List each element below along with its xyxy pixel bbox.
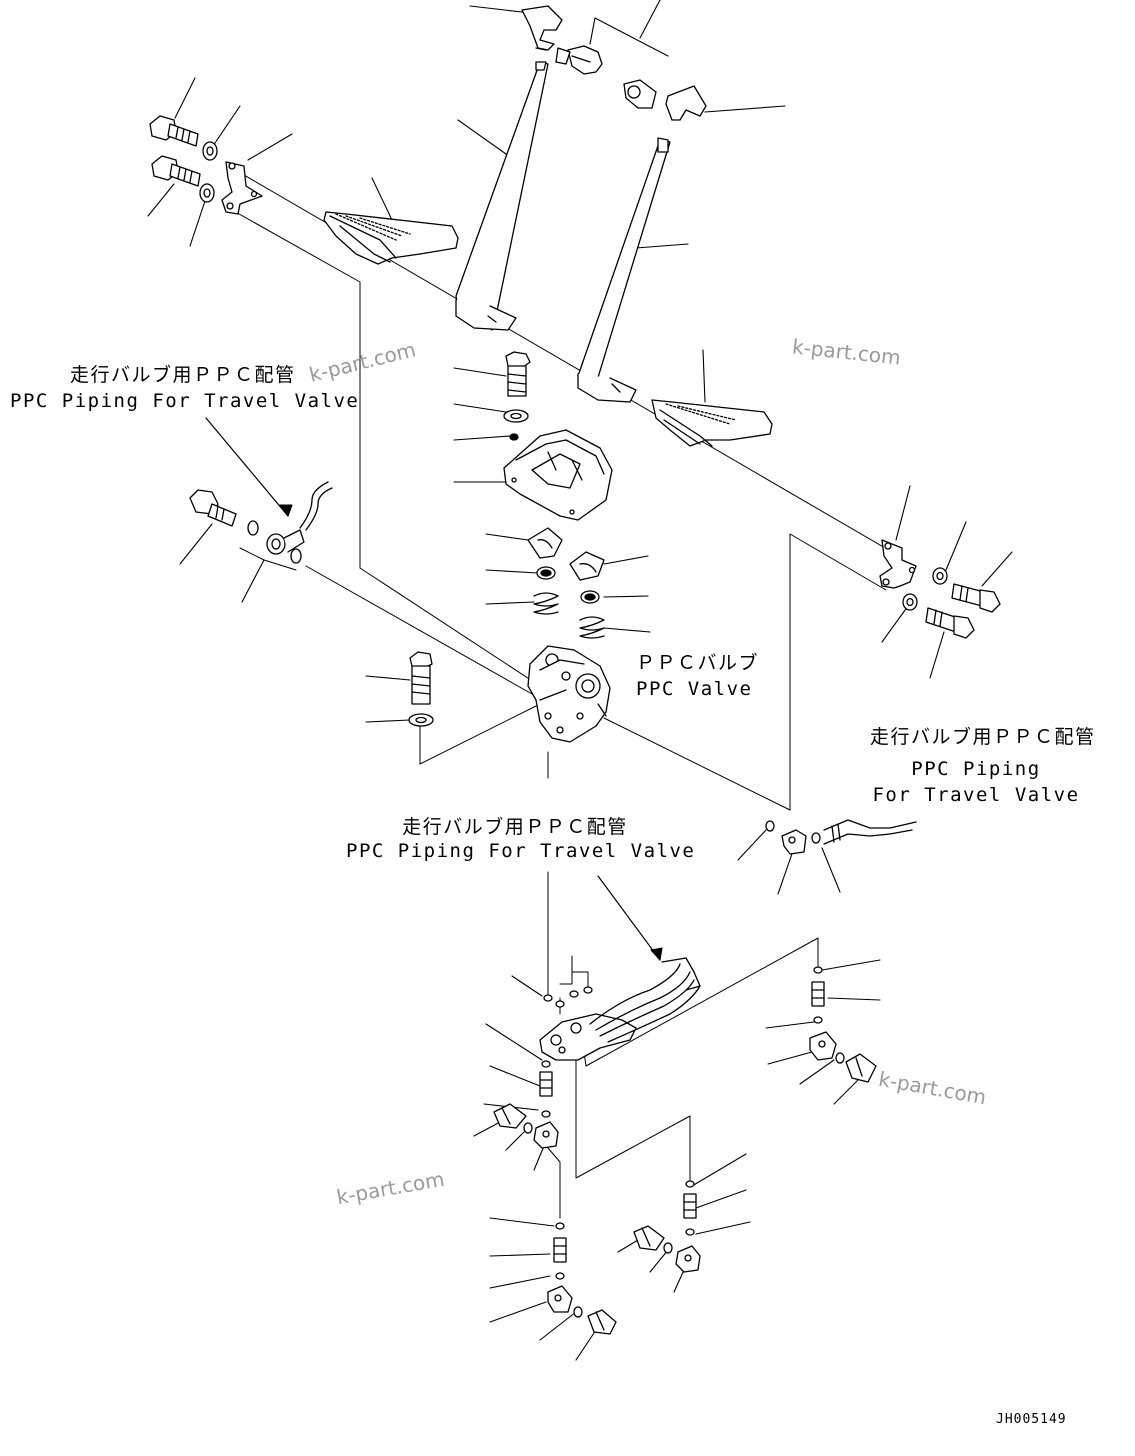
drawing-code: JH005149: [996, 1412, 1067, 1427]
washer-lower-left: [199, 183, 215, 203]
fitting-bolt-left: [189, 489, 237, 527]
lever-knob-right: [665, 85, 707, 121]
label-ppc-piping-right-jp: 走行バルブ用ＰＰＣ配管: [870, 726, 1096, 748]
lower-hoses: [589, 957, 701, 1043]
label-ppc-piping-center-en: PPC Piping For Travel Valve: [346, 840, 696, 862]
label-ppc-piping-center-jp: 走行バルブ用ＰＰＣ配管: [402, 816, 628, 838]
elbow-4: [547, 1285, 573, 1313]
adapter-2: [811, 981, 825, 1007]
fitting-oring-1: [247, 520, 259, 536]
elbow-1: [533, 1121, 559, 1149]
hose-right-mid: [823, 819, 917, 845]
bolt-upper-left: [149, 115, 199, 147]
lever-knob-left: [521, 5, 563, 51]
elbow-3: [675, 1245, 701, 1273]
fitting-oring-2: [290, 548, 302, 564]
cover-small-part: [509, 433, 519, 441]
spring-right: [579, 616, 605, 639]
leader-lines: [147, 0, 1013, 1361]
spacer-left: [527, 527, 563, 559]
adapter-3: [683, 1193, 697, 1219]
label-ppc-valve-en: PPC Valve: [636, 678, 753, 700]
lever-rod-left: [455, 61, 549, 331]
cover-bolt: [505, 351, 531, 397]
spacer-right: [569, 551, 605, 581]
sensor-4: [573, 1306, 617, 1335]
washer-upper-left: [202, 141, 218, 161]
bolt-lower-right: [925, 607, 975, 639]
oring-right-mid: [765, 820, 775, 832]
label-ppc-piping-right-en2: For Travel Valve: [872, 784, 1080, 806]
lever-bolt-2: [623, 79, 657, 109]
label-ppc-valve-jp: ＰＰＣバルブ: [636, 652, 760, 674]
bolt-lower-left: [151, 155, 201, 187]
lower-manifold: [539, 1013, 637, 1061]
small-orings-upper: [541, 966, 823, 1280]
bolt-upper-right: [951, 583, 1001, 613]
lever-rod-right: [577, 137, 671, 403]
label-ppc-piping-top-left-jp: 走行バルブ用ＰＰＣ配管: [70, 364, 296, 386]
washer-lower-right: [902, 593, 918, 611]
pedal-left: [323, 211, 459, 265]
sensor-3: [633, 1225, 673, 1254]
lever-bolt-1: [555, 45, 603, 75]
label-ppc-piping-right-en1: PPC Piping: [911, 758, 1041, 780]
spring-left: [533, 592, 559, 615]
valve-cover: [503, 429, 613, 521]
fitting-elbow: [266, 529, 305, 555]
ppc-valve-bolt: [409, 651, 433, 705]
cover-washer: [503, 409, 529, 423]
washer-upper-right: [932, 567, 948, 585]
seal-right: [580, 590, 600, 604]
sensor-1: [493, 1103, 533, 1134]
elbow-right-mid: [781, 829, 807, 855]
elbow-2: [809, 1031, 837, 1061]
sensor-2: [835, 1052, 877, 1083]
bracket-right: [879, 539, 917, 589]
seal-left: [536, 566, 556, 580]
hose-top-left: [299, 481, 333, 531]
label-ppc-piping-top-left-en: PPC Piping For Travel Valve: [10, 390, 360, 412]
ppc-valve-washer: [408, 713, 434, 727]
ppc-valve-body: [527, 645, 611, 743]
bracket-left: [221, 161, 263, 215]
pedal-right: [651, 399, 773, 447]
adapter-1: [539, 1071, 553, 1097]
assembly-center-lines: [231, 167, 893, 1219]
oring-right-mid-2: [811, 832, 821, 844]
adapter-4: [553, 1237, 567, 1263]
